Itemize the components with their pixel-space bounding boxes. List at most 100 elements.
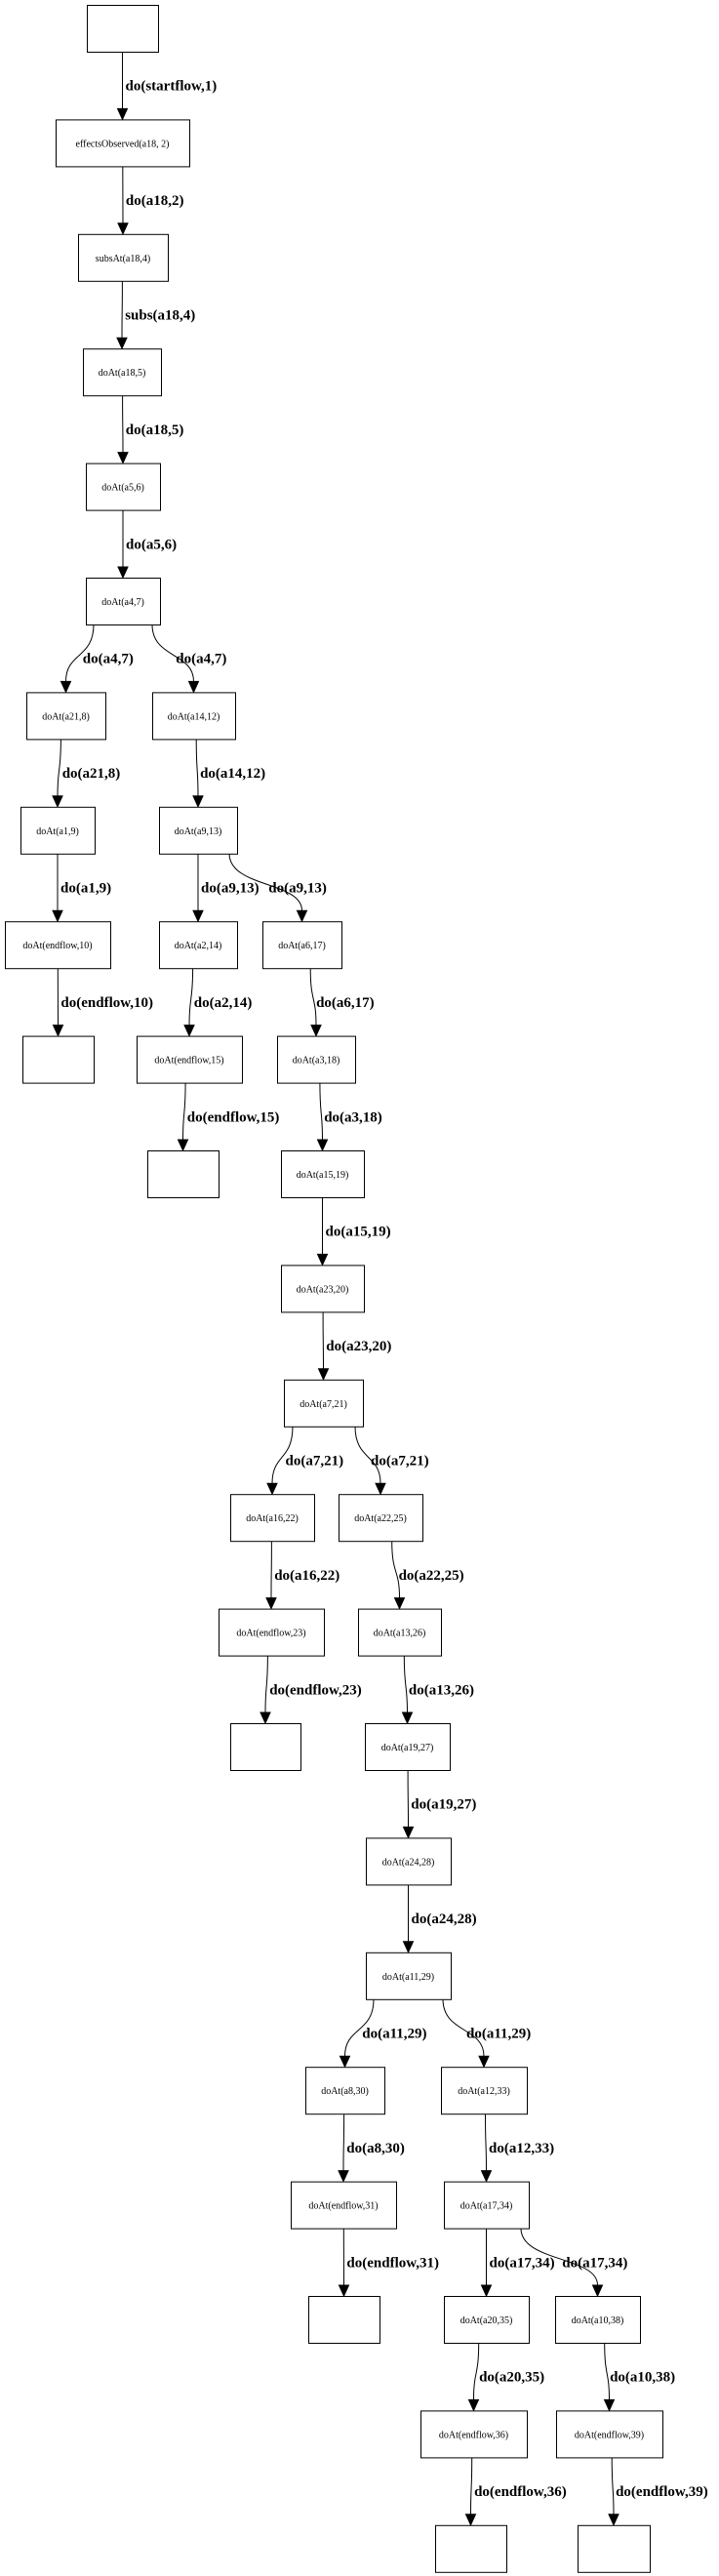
edge-label: do(endflow,31) <box>346 2255 439 2271</box>
edge-line <box>344 1998 375 2057</box>
state-node[interactable]: doAt(a1,9) <box>20 806 96 855</box>
edge: do(endflow,15) <box>177 1082 279 1152</box>
node-label: doAt(a24,28) <box>382 1857 435 1868</box>
edge-line <box>342 2113 345 2171</box>
state-node[interactable]: doAt(endflow,10) <box>5 921 111 970</box>
node-label: doAt(a14,12) <box>168 711 220 722</box>
arrowhead-icon <box>177 1139 189 1152</box>
state-node[interactable]: doAt(a6,17) <box>262 921 342 970</box>
node-label: effectsObserved(a18, 2) <box>76 139 170 149</box>
node-label: doAt(endflow,39) <box>575 2430 644 2440</box>
node-box <box>152 692 236 741</box>
state-node[interactable]: doAt(endflow,31) <box>291 2181 397 2230</box>
edge-label: do(a6,17) <box>316 995 375 1011</box>
node-box <box>308 2296 380 2344</box>
state-node[interactable]: doAt(a4,7) <box>86 578 161 625</box>
node-box <box>556 2410 663 2459</box>
state-node[interactable]: doAt(a23,20) <box>281 1265 365 1313</box>
edge: do(endflow,31) <box>338 2228 439 2298</box>
edge: do(a13,26) <box>401 1655 474 1725</box>
state-node[interactable]: doAt(a13,26) <box>358 1608 442 1657</box>
node-label: doAt(a20,35) <box>460 2315 513 2326</box>
edge: do(endflow,23) <box>260 1655 362 1725</box>
edge: do(a16,22) <box>265 1541 340 1610</box>
edge-label: do(endflow,23) <box>269 1682 362 1698</box>
state-node[interactable]: doAt(endflow,23) <box>219 1608 325 1657</box>
state-node[interactable]: doAt(a12,33) <box>441 2067 528 2115</box>
state-node[interactable]: doAt(a21,8) <box>26 692 106 741</box>
edge: do(a17,34) <box>520 2228 627 2298</box>
node-box <box>87 5 159 53</box>
edge-line <box>319 1082 323 1141</box>
node-label: doAt(a5,6) <box>101 483 144 494</box>
edge: do(endflow,36) <box>464 2457 567 2527</box>
edge-line <box>271 1426 294 1484</box>
arrowhead-icon <box>480 2170 493 2183</box>
empty-state-node[interactable] <box>230 1723 301 1771</box>
node-box <box>86 463 161 511</box>
arrowhead-icon <box>296 909 308 923</box>
state-node[interactable]: doAt(a5,6) <box>86 463 161 511</box>
state-node[interactable]: doAt(a22,25) <box>339 1494 423 1543</box>
state-node[interactable]: doAt(a14,12) <box>152 692 236 741</box>
empty-state-node[interactable] <box>87 5 159 53</box>
node-box <box>83 348 162 397</box>
state-node[interactable]: doAt(a17,34) <box>444 2181 530 2230</box>
edge-line <box>57 739 61 796</box>
state-node[interactable]: doAt(endflow,39) <box>556 2410 663 2459</box>
node-box <box>22 1035 95 1084</box>
state-node[interactable]: subsAt(a18,4) <box>78 233 169 282</box>
state-node[interactable]: effectsObserved(a18, 2) <box>56 119 190 168</box>
state-node[interactable]: doAt(a2,14) <box>159 921 238 970</box>
node-box <box>366 1837 452 1886</box>
edge: do(startflow,1) <box>116 52 217 121</box>
state-node[interactable]: doAt(a20,35) <box>444 2296 530 2344</box>
state-node[interactable]: doAt(a7,21) <box>284 1379 364 1428</box>
state-node[interactable]: doAt(a8,30) <box>305 2067 385 2115</box>
edge: do(a4,7) <box>60 624 134 694</box>
edge-line <box>228 853 302 911</box>
empty-state-node[interactable] <box>147 1150 220 1198</box>
edge-label: do(a9,13) <box>268 881 327 897</box>
node-box <box>365 1723 451 1771</box>
empty-state-node[interactable] <box>308 2296 380 2344</box>
state-node[interactable]: doAt(a3,18) <box>277 1035 356 1084</box>
edge: do(a5,6) <box>117 509 177 580</box>
empty-state-node[interactable] <box>435 2524 507 2573</box>
arrowhead-icon <box>591 2284 604 2298</box>
state-node[interactable]: doAt(a19,27) <box>365 1723 451 1771</box>
state-node[interactable]: doAt(a10,38) <box>555 2296 641 2344</box>
node-label: doAt(endflow,23) <box>236 1629 305 1639</box>
arrowhead-icon <box>60 680 72 694</box>
arrowhead-icon <box>467 2398 480 2412</box>
arrowhead-icon <box>192 795 204 809</box>
edge-line <box>473 2342 480 2400</box>
edge-label: do(a11,29) <box>466 2027 531 2042</box>
empty-state-node[interactable] <box>22 1035 95 1084</box>
node-box <box>26 692 106 741</box>
edge-label: do(a19,27) <box>411 1797 476 1813</box>
state-node[interactable]: doAt(a18,5) <box>83 348 162 397</box>
edge-label: do(a14,12) <box>200 766 265 782</box>
edge: do(a6,17) <box>309 968 375 1037</box>
state-node[interactable]: doAt(endflow,36) <box>420 2410 528 2459</box>
node-box <box>366 1952 452 2000</box>
state-node[interactable]: doAt(a15,19) <box>281 1150 365 1198</box>
state-node[interactable]: doAt(a16,22) <box>230 1494 315 1543</box>
state-node[interactable]: doAt(a11,29) <box>366 1952 452 2000</box>
node-box <box>230 1723 301 1771</box>
edge-label: do(a3,18) <box>324 1109 382 1125</box>
arrowhead-icon <box>339 2055 351 2069</box>
node-box <box>444 2296 530 2344</box>
node-box <box>441 2067 528 2115</box>
empty-state-node[interactable] <box>578 2524 651 2573</box>
node-label: doAt(a23,20) <box>297 1284 349 1295</box>
node-label: doAt(a7,21) <box>300 1399 347 1410</box>
edge: subs(a18,4) <box>116 280 195 350</box>
edge-label: do(endflow,39) <box>616 2484 708 2500</box>
state-node[interactable]: doAt(a24,28) <box>366 1837 452 1886</box>
arrowhead-icon <box>260 1711 271 1725</box>
edge-line <box>520 2228 598 2286</box>
state-node[interactable]: doAt(a9,13) <box>159 806 238 855</box>
state-node[interactable]: doAt(endflow,15) <box>137 1035 243 1084</box>
